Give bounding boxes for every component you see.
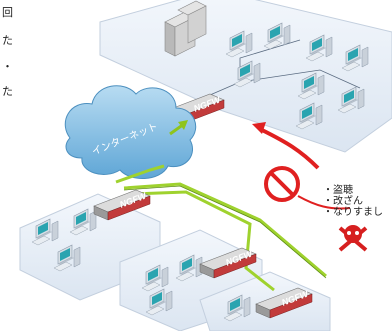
side-text-line: ・ xyxy=(2,60,13,73)
side-text-line: た xyxy=(2,34,13,47)
skull-crossbones-icon xyxy=(338,225,368,252)
vpn-lines xyxy=(115,164,327,292)
threat-item: ・盗聴 xyxy=(323,185,353,196)
attack-arrow xyxy=(261,128,320,170)
threat-item: ・改ざん xyxy=(323,196,363,207)
threat-item: ・なりすまし xyxy=(323,207,383,218)
arrow-icon xyxy=(169,120,188,136)
prohibition-icon xyxy=(264,166,300,202)
internet-cloud xyxy=(64,85,197,179)
side-text-line: た xyxy=(2,85,13,98)
server-rack-icon xyxy=(164,0,207,57)
side-text-line: 回 xyxy=(2,6,13,19)
